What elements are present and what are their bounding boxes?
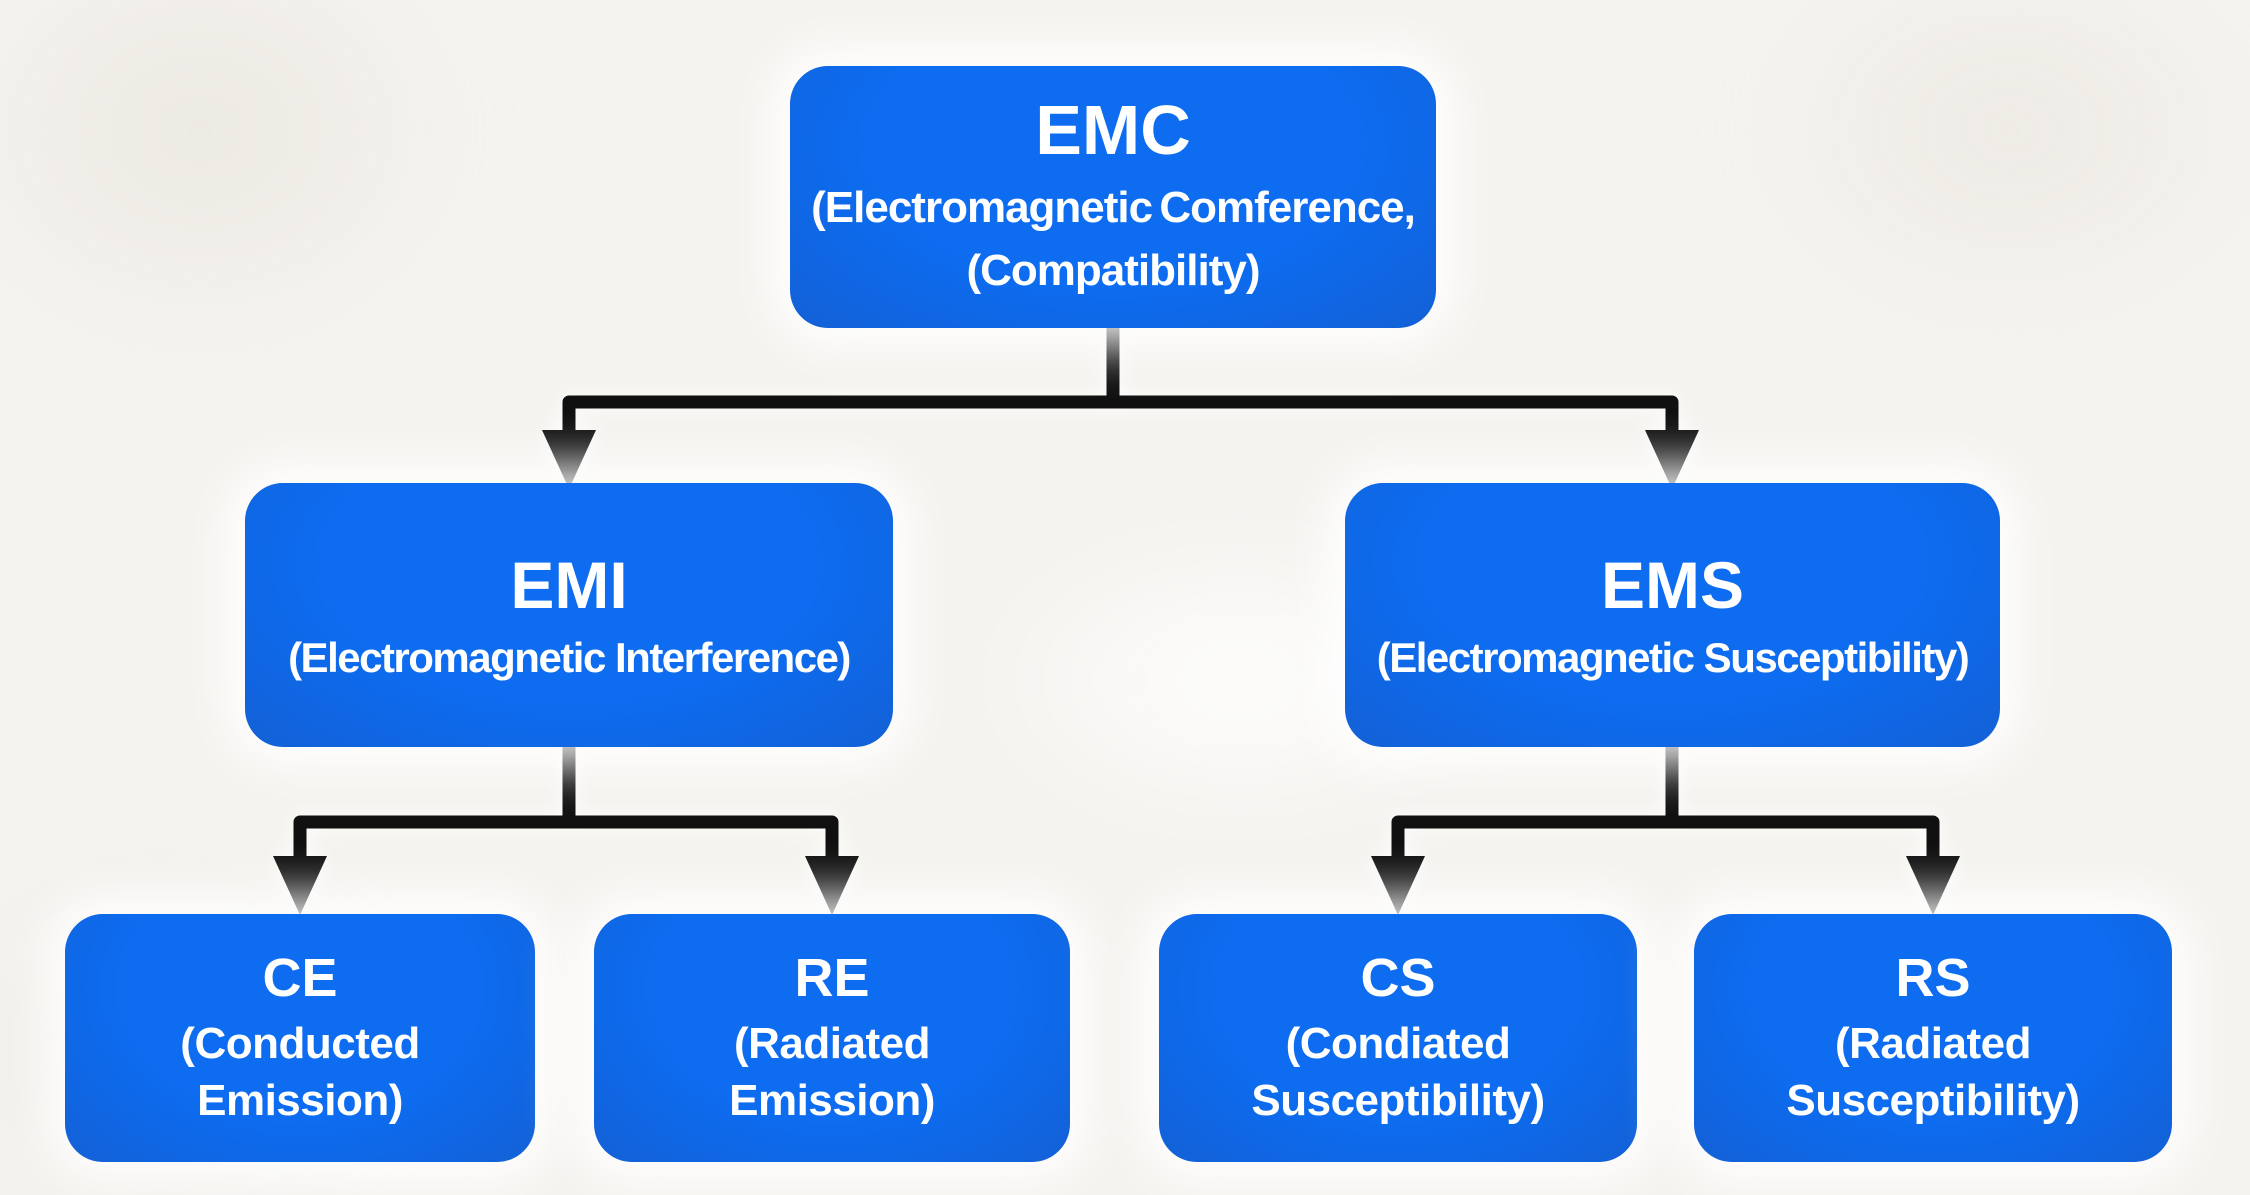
node-cs-title: CS — [1360, 947, 1436, 1008]
node-ems-title: EMS — [1600, 548, 1745, 623]
connector-branch-emi — [293, 815, 839, 862]
node-ems: EMS (Electromagnetic Susceptibility) — [1345, 483, 2000, 747]
node-ce-subtitle-line-2: Emission) — [197, 1076, 403, 1126]
arrowhead-to-rs — [1906, 856, 1960, 915]
arrowhead-to-ems — [1645, 430, 1699, 489]
node-rs-subtitle-line-2: Susceptibility) — [1786, 1076, 2080, 1126]
connector-ems-to-cs-rs — [1371, 745, 1960, 915]
node-re: RE (Radiated Emission) — [594, 914, 1070, 1162]
node-cs-subtitle-line-2: Susceptibility) — [1251, 1076, 1545, 1126]
node-emc-title: EMC — [1035, 91, 1191, 170]
node-re-subtitle-line-2: Emission) — [729, 1076, 935, 1126]
node-rs-title: RS — [1895, 947, 1971, 1008]
node-emi: EMI (Electromagnetic Interference) — [245, 483, 893, 747]
node-ce-subtitle-line-1: (Conducted — [180, 1018, 420, 1068]
node-emi-subtitle-line-1: (Electromagnetic Interference) — [288, 633, 851, 681]
connector-emi-to-ce-re — [273, 745, 859, 915]
node-ce-title: CE — [262, 947, 338, 1008]
node-ce: CE (Conducted Emission) — [65, 914, 535, 1162]
node-cs: CS (Condiated Susceptibility) — [1159, 914, 1637, 1162]
node-re-title: RE — [794, 947, 870, 1008]
node-emi-title: EMI — [510, 548, 628, 623]
connector-branch-ems — [1391, 815, 1940, 862]
arrowhead-to-re — [805, 856, 859, 915]
connector-emc-to-emi-ems — [542, 326, 1699, 489]
node-rs-subtitle-line-1: (Radiated — [1835, 1018, 2031, 1068]
arrowhead-to-emi — [542, 430, 596, 489]
arrowhead-to-ce — [273, 856, 327, 915]
arrowhead-to-cs — [1371, 856, 1425, 915]
node-emc-subtitle-line-2: (Compatibility) — [966, 245, 1261, 295]
node-cs-subtitle-line-1: (Condiated — [1285, 1018, 1511, 1068]
node-re-subtitle-line-1: (Radiated — [734, 1018, 930, 1068]
node-ems-subtitle-line-1: (Electromagnetic Susceptibility) — [1376, 633, 1970, 681]
node-emc-subtitle-line-1: (Electromagnetic Comference, — [811, 183, 1416, 233]
node-rs: RS (Radiated Susceptibility) — [1694, 914, 2172, 1162]
node-emc: EMC (Electromagnetic Comference, (Compat… — [790, 66, 1436, 328]
connector-branch-emc — [562, 395, 1679, 436]
